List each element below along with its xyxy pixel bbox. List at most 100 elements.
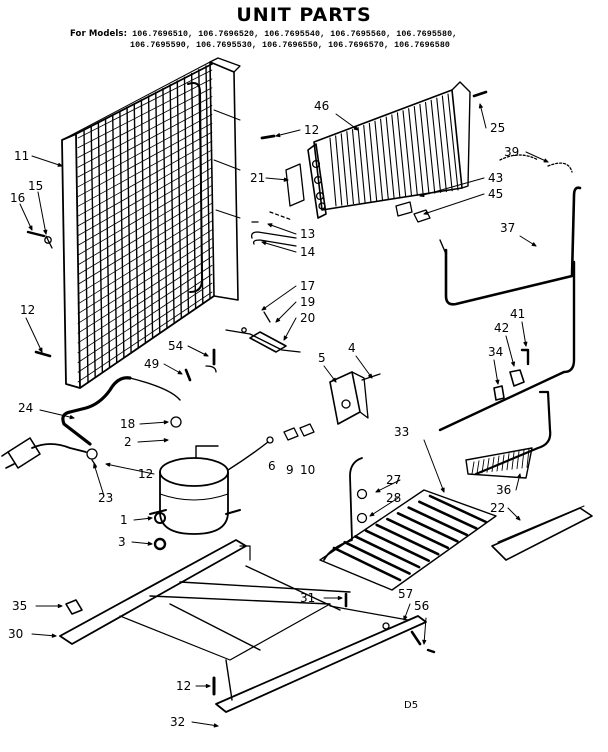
leader-line (105, 463, 155, 475)
callout-c42: 42 (494, 321, 509, 335)
terminal-10 (299, 423, 315, 437)
drain-tube-screw (26, 230, 53, 249)
leader-arrowhead (275, 317, 281, 323)
foot-35 (65, 599, 83, 615)
leader-line (25, 317, 43, 353)
callout-c32: 32 (170, 715, 185, 729)
leader-arrowhead (163, 420, 169, 425)
leader-arrowhead (423, 210, 429, 215)
leader-arrowhead (203, 352, 209, 357)
callout-c5: 5 (318, 351, 326, 365)
callout-c15: 15 (28, 179, 43, 193)
seal-6 (266, 436, 274, 444)
leader-arrowhead (517, 473, 522, 479)
leader-arrowhead (440, 487, 445, 493)
clamp-42 (509, 369, 525, 387)
tube-clip (250, 211, 297, 247)
callout-c12b: 12 (304, 123, 319, 137)
callout-c16: 16 (10, 191, 25, 205)
leader-arrowhead (283, 335, 288, 341)
leader-line (37, 191, 47, 235)
suction-tube-assembly (438, 260, 576, 479)
callout-c33: 33 (394, 425, 409, 439)
callout-c18: 18 (120, 417, 135, 431)
leader-arrowhead (57, 603, 63, 609)
cord-grommet-23 (86, 448, 98, 460)
callout-c9: 9 (286, 463, 294, 477)
callout-c10: 10 (300, 463, 315, 477)
power-cord (1, 376, 181, 469)
leader-line (423, 439, 445, 493)
callout-c12d: 12 (176, 679, 191, 693)
leader-line (375, 479, 401, 493)
grommet-3 (153, 537, 167, 551)
grommet-1 (154, 512, 166, 524)
leader-arrowhead (422, 639, 427, 645)
leader-line (191, 721, 219, 727)
leader-line (93, 463, 105, 497)
callout-c36: 36 (496, 483, 511, 497)
leader-line (419, 177, 485, 197)
leader-line (139, 421, 169, 425)
screw-56 (410, 630, 422, 646)
leader-arrowhead (105, 462, 111, 467)
leader-arrowhead (275, 133, 281, 138)
grommet-27 (356, 488, 368, 500)
callout-c21: 21 (250, 171, 265, 185)
heat-exchanger-tube (444, 186, 582, 306)
screw-12-left (34, 350, 52, 358)
callout-c49: 49 (144, 357, 159, 371)
leader-line (19, 203, 33, 231)
leader-line (261, 285, 297, 311)
screw-49 (184, 368, 192, 382)
evaporator (285, 81, 471, 219)
leader-line (261, 241, 297, 253)
callout-c12a: 12 (20, 303, 35, 317)
washer-57 (382, 622, 390, 630)
defrost-wire (499, 154, 573, 173)
leader-line (369, 497, 399, 517)
callout-c20: 20 (300, 311, 315, 325)
callout-c3: 3 (118, 535, 126, 549)
page-title: UNIT PARTS (236, 4, 372, 26)
leader-arrowhead (495, 379, 500, 385)
callout-c43: 43 (488, 171, 503, 185)
callout-c6: 6 (268, 459, 276, 473)
callout-c27: 27 (386, 473, 401, 487)
leader-arrowhead (531, 242, 537, 247)
leader-line (355, 355, 373, 379)
callout-c19: 19 (300, 295, 315, 309)
model-list-lead: For Models: (70, 29, 128, 39)
leader-arrowhead (375, 488, 381, 493)
defrost-thermostat (395, 201, 413, 217)
callout-c45: 45 (488, 187, 503, 201)
callout-c14: 14 (300, 245, 315, 259)
leader-arrowhead (51, 633, 57, 638)
callout-c37: 37 (500, 221, 515, 235)
leader-arrowhead (163, 438, 169, 443)
grommet-34 (493, 385, 505, 401)
callout-c46: 46 (314, 99, 329, 113)
callout-c31: 31 (300, 591, 315, 605)
leader-line (423, 617, 427, 645)
leader-line (505, 335, 515, 367)
callout-c56: 56 (414, 599, 429, 613)
callout-c11: 11 (14, 149, 29, 163)
screw-12-upper (260, 134, 276, 140)
leader-arrowhead (403, 615, 408, 621)
leader-arrowhead (147, 516, 153, 521)
base-frame (59, 539, 427, 713)
callout-c41: 41 (510, 307, 525, 321)
model-list-line-2: 106.7695590, 106.7695530, 106.7696550, 1… (130, 41, 450, 50)
leader-arrowhead (369, 512, 375, 517)
callout-c4: 4 (348, 341, 356, 355)
leader-arrowhead (57, 162, 63, 167)
leader-line (39, 409, 75, 419)
callout-c30: 30 (8, 627, 23, 641)
drain-pan (491, 507, 593, 561)
callout-c54: 54 (168, 339, 183, 353)
leader-arrowhead (332, 377, 337, 383)
screw-25 (472, 90, 488, 98)
